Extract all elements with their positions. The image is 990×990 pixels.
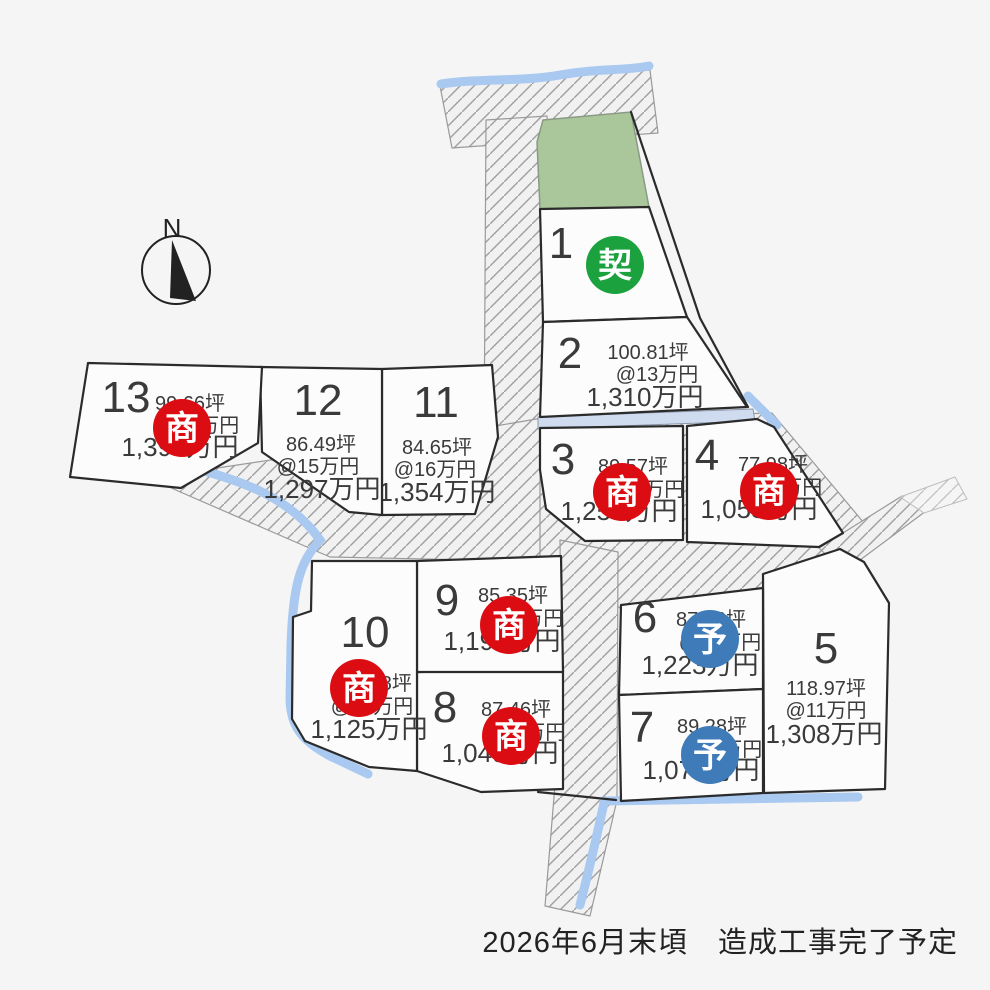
river-top	[436, 61, 654, 89]
lot-2-polygon	[538, 315, 749, 419]
lots: 1 契 2 100.81坪 @13万円 1,310万円 3 89.57坪 @14…	[68, 205, 891, 803]
status-badge-glyph: 商	[342, 670, 376, 708]
stream-left	[172, 459, 373, 779]
compass: N	[141, 213, 211, 305]
lot-area: 100.81坪	[607, 341, 688, 364]
status-badge-circle	[681, 726, 739, 784]
green-space	[536, 111, 650, 210]
lot-total-price: 1,310万円	[586, 382, 703, 412]
lot-4: 4 77.98坪 @13万円 1,053万円 商	[685, 417, 845, 549]
lot-number: 13	[102, 373, 151, 422]
status-badge-circle	[740, 462, 798, 520]
lot-area: 118.97坪	[786, 677, 866, 700]
lot-number: 1	[549, 219, 573, 268]
lot-9: 9 85.35坪 @14万円 1,195万円 商	[415, 554, 565, 674]
lot-total-price: 1,297万円	[263, 474, 380, 504]
status-badge: 商	[330, 659, 388, 717]
lot-1: 1 契	[538, 205, 689, 324]
lot-number: 6	[633, 593, 657, 642]
compass-needle	[170, 240, 196, 301]
lot-area: 86.49坪	[286, 433, 356, 456]
lot-number: 8	[433, 683, 457, 732]
boundary-right	[629, 110, 750, 409]
lot-total-price: 1,308万円	[765, 719, 882, 749]
lot-total-price: 1,125万円	[310, 714, 427, 744]
status-badge-circle	[480, 596, 538, 654]
status-badge: 予	[681, 610, 739, 668]
lot-7: 7 89.28坪 @12万円 1,071万円 予	[617, 687, 765, 803]
road-exit-right-outside	[899, 476, 968, 514]
lot-number: 2	[558, 329, 582, 378]
lot-5: 5 118.97坪 @11万円 1,308万円	[761, 547, 891, 795]
lot-number: 5	[814, 624, 838, 673]
status-badge-glyph: 商	[494, 718, 528, 756]
lot-2: 2 100.81坪 @13万円 1,310万円	[538, 315, 749, 419]
lot-unit-price: @13万円	[616, 364, 699, 386]
lot-unit-price: @11万円	[785, 700, 866, 722]
stream-right-gap	[743, 391, 782, 430]
status-badge: 商	[153, 399, 211, 457]
lot-13: 13 99.66坪 @14万円 1,395万円 商	[68, 361, 264, 490]
status-badge: 商	[593, 463, 651, 521]
lot-11: 11 84.65坪 @16万円 1,354万円	[378, 363, 500, 517]
status-badge-glyph: 商	[492, 607, 526, 645]
lot-6: 6 87.36坪 @14万円 1,223万円 予	[617, 586, 765, 697]
lot-number: 3	[551, 435, 575, 484]
lot-unit-price: @16万円	[394, 459, 477, 481]
lot-12-polygon	[258, 365, 384, 517]
lot-12: 12 86.49坪 @15万円 1,297万円	[258, 365, 384, 517]
lot-number: 4	[695, 431, 719, 480]
status-badge-glyph: 商	[752, 473, 786, 511]
status-badge-glyph: 商	[165, 410, 199, 448]
status-badge-circle	[482, 707, 540, 765]
status-badge: 商	[480, 596, 538, 654]
water	[172, 61, 863, 910]
lot-unit-price: @15万円	[277, 456, 360, 478]
status-badge: 契	[586, 236, 644, 294]
lot-total-price: 1,354万円	[378, 477, 495, 507]
status-badge-glyph: 予	[693, 621, 727, 659]
lot-10: 10 112.48坪 @10万円 1,125万円 商	[290, 559, 428, 773]
lot-number: 12	[294, 376, 343, 425]
status-badge-circle	[593, 463, 651, 521]
lot-8: 8 87.46坪 @12万円 1,049万円 商	[415, 668, 565, 794]
lot-number: 7	[630, 703, 654, 752]
lot-number: 11	[413, 378, 459, 427]
lot-area: 84.65坪	[402, 436, 472, 459]
status-badge-glyph: 契	[598, 247, 632, 285]
status-badge-circle	[586, 236, 644, 294]
boundary-bottom-road	[536, 790, 618, 802]
lot-3: 3 89.57坪 @14万円 1,254万円 商	[538, 424, 684, 543]
status-badge: 商	[740, 462, 798, 520]
completion-caption: 2026年6月末頃 造成工事完了予定	[482, 926, 958, 959]
status-badge-circle	[153, 399, 211, 457]
compass-circle	[141, 235, 211, 305]
stream-bottom-branch	[575, 798, 609, 910]
status-badge: 商	[482, 707, 540, 765]
status-badge-glyph: 予	[693, 737, 727, 775]
lot-number: 9	[435, 576, 459, 625]
status-badge: 予	[681, 726, 739, 784]
status-badge-circle	[330, 659, 388, 717]
lot-number: 10	[341, 608, 390, 657]
status-badge-glyph: 商	[605, 474, 639, 512]
status-badge-circle	[681, 610, 739, 668]
